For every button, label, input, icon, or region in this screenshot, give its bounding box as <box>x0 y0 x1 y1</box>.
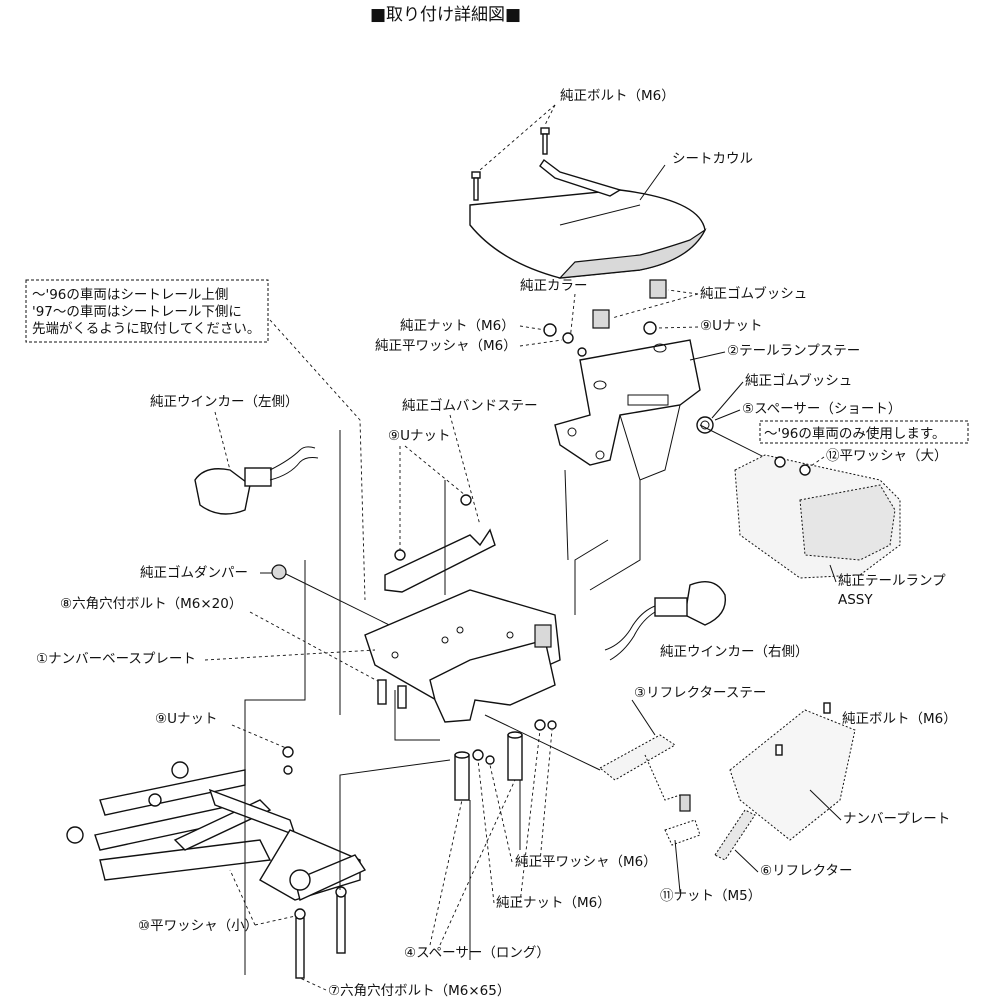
note-line-2: '97～の車両はシートレール下側に <box>32 304 242 320</box>
note-line-3: 先端がくるように取付してください。 <box>32 321 260 337</box>
label-genuine-collar: 純正カラー <box>520 278 588 294</box>
label-genuine-flat-washer-top: 純正平ワッシャ（M6） <box>375 338 517 354</box>
label-genuine-nut-top: 純正ナット（M6） <box>400 318 515 334</box>
label-nut-m5: ⑪ナット（M5） <box>660 888 761 904</box>
label-seat-cowl: シートカウル <box>672 151 753 167</box>
label-genuine-rubber-bush-1: 純正ゴムブッシュ <box>700 285 807 302</box>
note-box-seat-rail: ～'96の車両はシートレール上側 '97～の車両はシートレール下側に 先端がくる… <box>25 279 269 343</box>
label-reflector: ⑥リフレクター <box>760 863 853 879</box>
note-96-text: ～'96の車両のみ使用します。 <box>764 425 946 442</box>
frame-subassembly <box>66 761 367 901</box>
label-genuine-flat-washer-bottom: 純正平ワッシャ（M6） <box>515 854 657 870</box>
u-nut-low-parts <box>282 746 294 775</box>
label-genuine-nut-bottom: 純正ナット（M6） <box>496 895 611 911</box>
label-genuine-bolt-top: 純正ボルト（M6） <box>560 88 675 104</box>
label-rubber-band-stay: 純正ゴムバンドステー <box>402 397 538 414</box>
label-winker-left: 純正ウインカー（左側） <box>150 394 299 410</box>
label-tail-lamp-stay: ②テールランプステー <box>727 343 860 359</box>
diagram-title: ■取り付け詳細図■ <box>370 5 521 25</box>
label-tail-lamp-assy-1: 純正テールランプ <box>838 573 946 589</box>
label-spacer-long: ④スペーサー（ロング） <box>404 945 550 961</box>
assembly-guide-lines <box>244 430 641 975</box>
genuine-damper <box>271 564 287 580</box>
number-base-plate <box>364 589 561 723</box>
nut-m5-parts <box>664 794 701 846</box>
hex-bolt-m6x20 <box>377 679 407 709</box>
note-line-1: ～'96の車両はシートレール上側 <box>32 287 228 303</box>
label-u-nut-top: ⑨Uナット <box>700 318 762 334</box>
label-hex-bolt-m6x65: ⑦六角穴付ボルト（M6×65） <box>328 983 510 999</box>
genuine-rubber-bush-top <box>592 279 667 329</box>
note-box-96-only: ～'96の車両のみ使用します。 <box>759 420 969 444</box>
genuine-bolt-top <box>471 127 550 201</box>
label-genuine-damper: 純正ゴムダンパー <box>140 564 248 581</box>
label-flat-washer-large: ⑫平ワッシャ（大） <box>826 448 948 464</box>
label-u-nut-low: ⑨Uナット <box>155 711 217 727</box>
winker-left <box>194 446 319 515</box>
genuine-nut-washer-top <box>543 321 657 357</box>
label-u-nut-mid: ⑨Uナット <box>388 428 450 444</box>
reflector-stay <box>599 734 681 801</box>
label-genuine-rubber-bush-2: 純正ゴムブッシュ <box>745 372 852 389</box>
tail-lamp-stay <box>554 339 701 481</box>
winker-right <box>604 581 727 661</box>
hex-bolt-m6x65 <box>294 886 347 979</box>
label-number-plate: ナンバープレート <box>843 811 950 827</box>
seat-cowl <box>469 158 707 279</box>
label-hex-bolt-m6x20: ⑧六角穴付ボルト（M6×20） <box>60 596 242 612</box>
reflector <box>714 809 756 861</box>
spacer-long <box>454 731 523 801</box>
label-tail-lamp-assy-2: ASSY <box>838 592 873 608</box>
label-winker-right: 純正ウインカー（右側） <box>660 644 809 660</box>
label-spacer-short: ⑤スペーサー（ショート） <box>742 401 901 417</box>
label-number-base-plate: ①ナンバーベースプレート <box>36 651 196 667</box>
genuine-nut-washer-bottom <box>472 719 557 765</box>
number-plate <box>729 702 856 841</box>
rubber-band-stay <box>384 494 496 593</box>
label-flat-washer-small: ⑩平ワッシャ（小） <box>138 918 258 934</box>
label-reflector-stay: ③リフレクターステー <box>634 685 766 701</box>
tail-lamp-assy <box>734 454 901 579</box>
label-genuine-bolt-right: 純正ボルト（M6） <box>842 711 957 727</box>
